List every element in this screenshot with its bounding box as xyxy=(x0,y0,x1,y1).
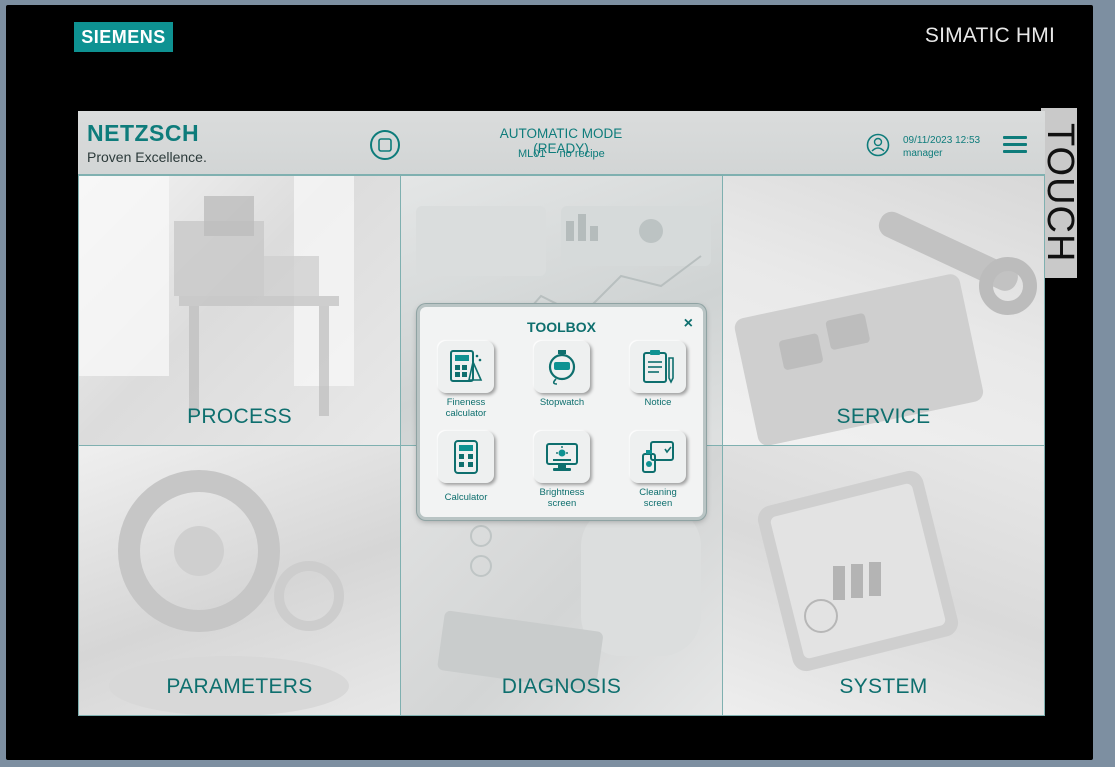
simatic-hmi-label: SIMATIC HMI xyxy=(924,24,1055,47)
user-icon[interactable] xyxy=(866,133,890,157)
stopwatch-icon xyxy=(548,350,576,385)
tile-service[interactable]: SERVICE xyxy=(722,175,1045,446)
toolbox-dialog: TOOLBOX × Fineness calculator xyxy=(417,304,706,520)
system-tablet-illustration xyxy=(757,470,959,672)
close-button[interactable]: × xyxy=(684,315,693,333)
close-icon: × xyxy=(683,315,693,332)
tile-label: SYSTEM xyxy=(839,675,928,698)
tile-label: PROCESS xyxy=(187,405,292,428)
netzsch-logo: NETZSCH xyxy=(87,120,200,146)
tool-notice[interactable]: Notice xyxy=(618,341,698,409)
mode-status: AUTOMATIC MODE (READY) xyxy=(499,126,623,156)
tool-label: Calculator xyxy=(444,492,488,503)
stop-icon xyxy=(378,138,392,152)
datetime: 09/11/2023 12:53 xyxy=(903,135,981,146)
dashboard-graph-illustration xyxy=(416,206,711,357)
parameters-gears-illustration xyxy=(109,470,349,715)
tile-label: DIAGNOSIS xyxy=(501,675,622,698)
stop-button[interactable] xyxy=(370,130,400,160)
tool-stopwatch[interactable]: Stopwatch xyxy=(522,341,602,409)
fineness-calculator-button[interactable] xyxy=(438,341,494,393)
fineness-calculator-icon xyxy=(450,350,483,382)
tool-label: Notice xyxy=(644,397,672,408)
cleaning-screen-icon xyxy=(642,441,674,473)
tile-label: PARAMETERS xyxy=(166,675,313,698)
tool-label: Cleaning screen xyxy=(639,487,677,509)
notice-icon xyxy=(643,350,674,384)
brightness-screen-icon xyxy=(546,443,578,471)
tile-process[interactable]: PROCESS xyxy=(78,175,401,446)
tool-label: Brightness screen xyxy=(539,487,585,509)
user-name: manager xyxy=(903,148,943,159)
stopwatch-button[interactable] xyxy=(534,341,590,393)
process-machine-illustration xyxy=(79,176,354,416)
recipe-name: no recipe xyxy=(559,148,605,160)
menu-icon[interactable] xyxy=(1003,136,1027,154)
datetime-user: 09/11/2023 12:53 manager xyxy=(903,134,980,160)
machine-id: ML01 xyxy=(518,148,546,160)
hmi-screen: PROCESS SERVICE PARAMETERS xyxy=(78,111,1045,716)
touch-label: TOUCH xyxy=(1039,123,1081,263)
tool-label: Stopwatch xyxy=(539,397,585,408)
calculator-icon xyxy=(454,440,478,474)
tool-label: Fineness calculator xyxy=(445,397,487,419)
cleaning-screen-button[interactable] xyxy=(630,431,686,483)
calculator-button[interactable] xyxy=(438,431,494,483)
header-bar: NETZSCH Proven Excellence. AUTOMATIC MOD… xyxy=(78,111,1045,175)
diagnosis-doctor-illustration xyxy=(437,506,701,692)
toolbox-title: TOOLBOX xyxy=(527,319,596,335)
brightness-screen-button[interactable] xyxy=(534,431,590,483)
tool-calculator[interactable]: Calculator xyxy=(426,431,506,504)
tile-parameters[interactable]: PARAMETERS xyxy=(78,445,401,716)
tool-cleaning-screen[interactable]: Cleaning screen xyxy=(618,431,698,509)
tile-system[interactable]: SYSTEM xyxy=(722,445,1045,716)
machine-recipe-row: ML01 no recipe xyxy=(518,148,619,160)
logo-tagline: Proven Excellence. xyxy=(87,149,207,165)
tool-brightness-screen[interactable]: Brightness screen xyxy=(522,431,602,509)
tile-label: SERVICE xyxy=(836,405,931,428)
notice-button[interactable] xyxy=(630,341,686,393)
siemens-logo: SIEMENS xyxy=(74,22,173,52)
touch-strip xyxy=(1041,108,1077,278)
tool-fineness-calculator[interactable]: Fineness calculator xyxy=(426,341,506,419)
service-tools-illustration xyxy=(734,211,1037,445)
